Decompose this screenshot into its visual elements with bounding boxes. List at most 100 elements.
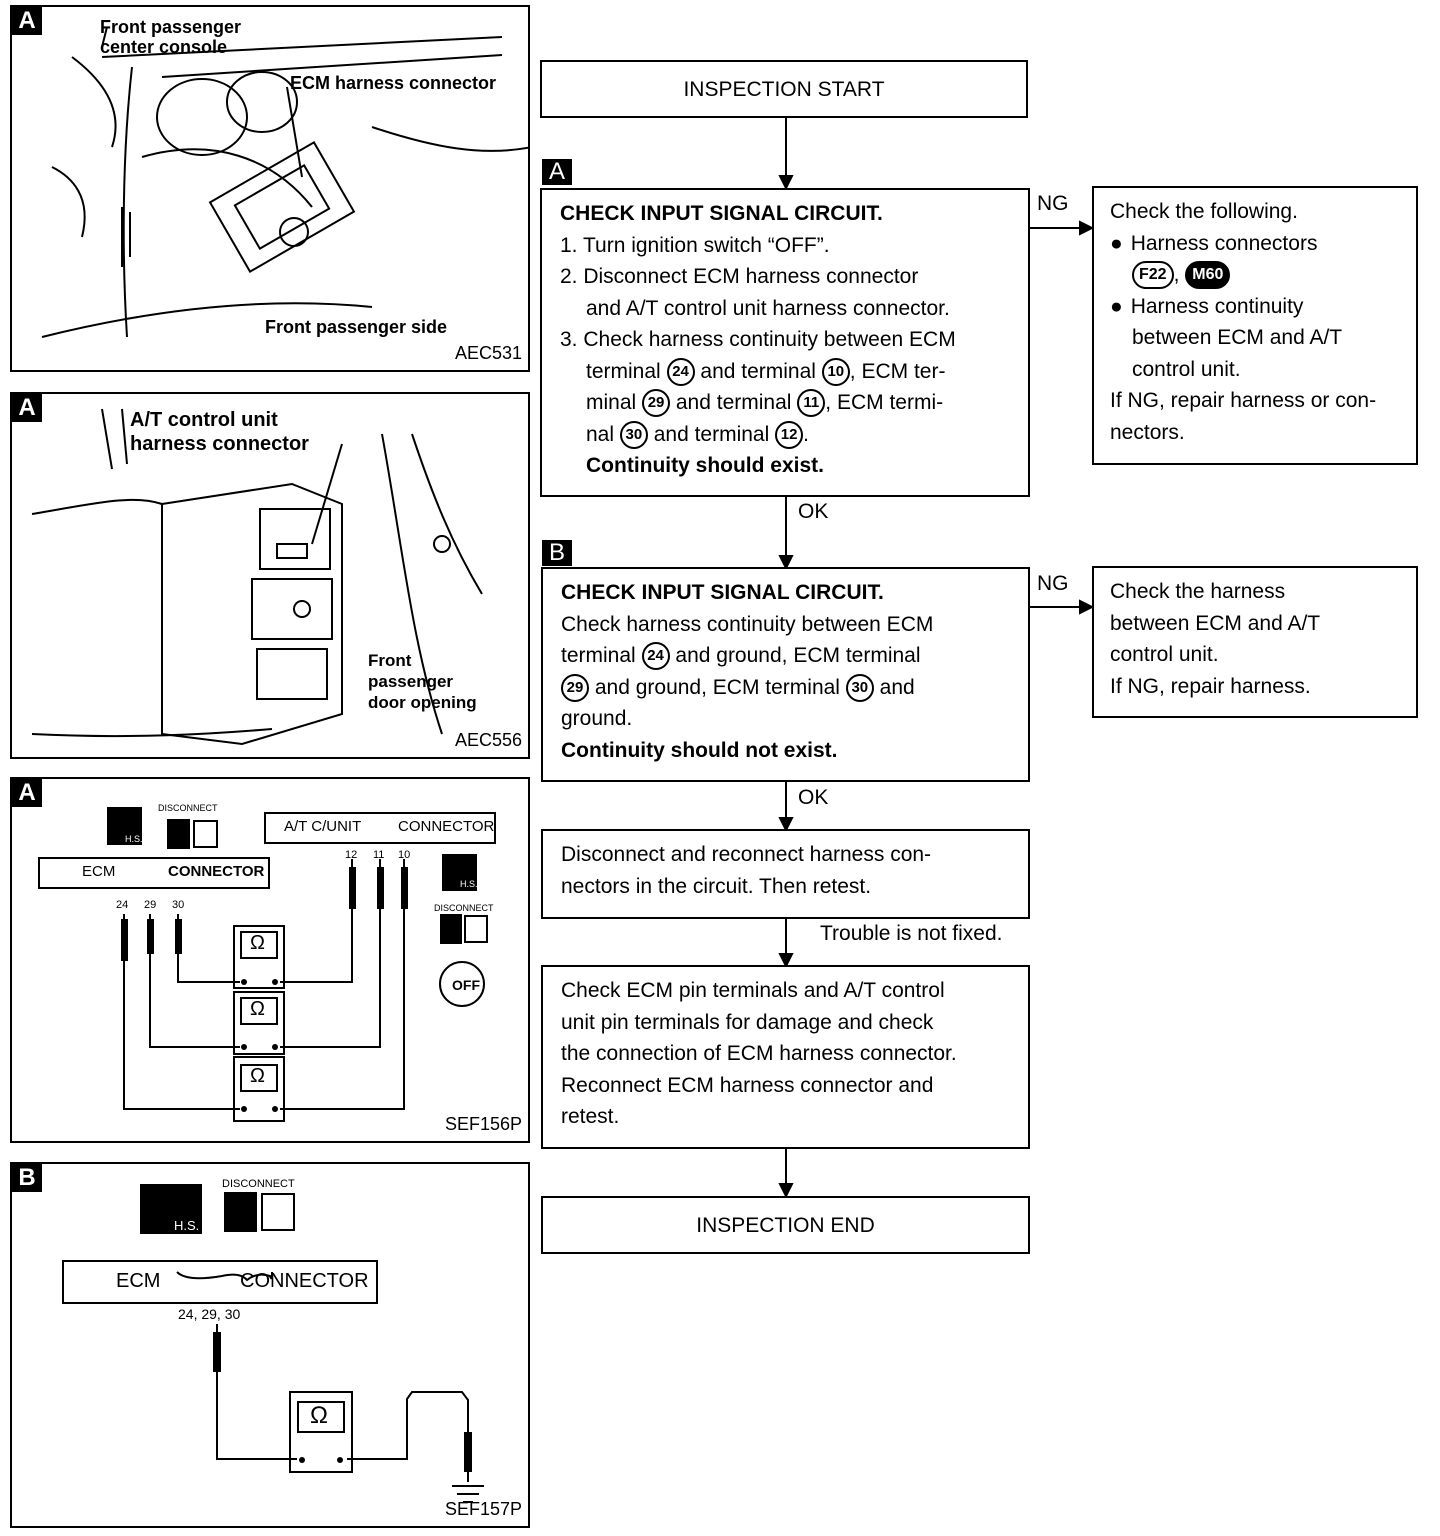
terminal-number: 12 [775, 420, 804, 449]
step-result: Continuity should not exist. [561, 738, 838, 762]
panel-tag-a: A [12, 394, 42, 422]
terminal-number: 30 [619, 420, 648, 449]
bullet-item: Harness connectors [1110, 228, 1402, 260]
ok-label: OK [798, 786, 829, 809]
step-line: minal 29 and terminal 11, ECM termi- [560, 387, 1014, 419]
ng-repair: nectors. [1110, 420, 1185, 444]
figure-ecm-harness-location: A Front passenger center console ECM har… [10, 5, 530, 372]
not-fixed-label: Trouble is not fixed. [820, 922, 1003, 945]
step-line: nectors in the circuit. Then retest. [561, 874, 872, 898]
step-line: Disconnect and reconnect harness con- [561, 843, 932, 866]
step-line: nal 30 and terminal 12. [560, 419, 1014, 451]
text: minal [586, 391, 637, 414]
panel-tag-a: A [12, 779, 42, 807]
terminal-number: 29 [561, 673, 589, 702]
terminal-number: 29 [642, 389, 671, 418]
step-line: Check ECM pin terminals and A/T control [561, 979, 945, 1002]
disconnect-label: DISCONNECT [158, 803, 218, 813]
step-line: 3. Check harness continuity between ECM [560, 328, 956, 351]
ecm-connector: ECM CONNECTOR [38, 857, 270, 889]
text: , ECM termi- [825, 391, 944, 414]
ng-check-harness-box: Check the harness between ECM and A/T co… [1092, 566, 1418, 718]
ohm-symbol: Ω [250, 932, 265, 954]
step-line: terminal 24 and ground, ECM terminal [561, 642, 921, 671]
text: , [1173, 263, 1180, 286]
inspection-end-box: INSPECTION END [541, 1196, 1030, 1254]
label-atc-harness-connector: A/T control unit harness connector [130, 409, 309, 455]
terminal-number: 11 [797, 389, 826, 418]
ng-check-following-box: Check the following. Harness connectors … [1092, 186, 1418, 465]
ng-line: Check the harness [1110, 580, 1286, 603]
ecm-location-illustration [41, 26, 528, 338]
pin-number: 29 [144, 899, 157, 911]
check-pin-terminals-box: Check ECM pin terminals and A/T control … [541, 965, 1030, 1149]
continuity-wiring-diagram [107, 807, 488, 1122]
step-title: CHECK INPUT SIGNAL CIRCUIT. [560, 202, 883, 225]
step-line: the connection of ECM harness connector. [561, 1042, 957, 1065]
panel-tag-a: A [12, 7, 42, 35]
text: and terminal [653, 422, 770, 446]
connector-left-label: A/T C/UNIT [284, 818, 362, 835]
step-line: unit pin terminals for damage and check [561, 1010, 934, 1034]
ng-label: NG [1037, 192, 1069, 215]
pin-number: 11 [373, 849, 385, 861]
step-line: terminal 24 and terminal 10, ECM ter- [560, 356, 1014, 388]
connector-right-label: CONNECTOR [398, 818, 495, 835]
connector-left-label: ECM [116, 1270, 161, 1292]
step-line: Reconnect ECM harness connector and [561, 1073, 934, 1097]
connector-code-badge: M60 [1185, 261, 1231, 290]
atc-location-illustration [31, 408, 483, 746]
terminal-number: 24 [641, 642, 670, 671]
figure-code: AEC556 [454, 730, 522, 750]
text: , ECM ter- [849, 359, 946, 383]
text: and [879, 675, 915, 699]
step-tag-b: B [542, 540, 572, 566]
step-line: ground. [561, 707, 633, 730]
pin-numbers: 24, 29, 30 [178, 1306, 241, 1322]
connector-code-badge: F22 [1132, 261, 1174, 290]
check-input-signal-a-box: CHECK INPUT SIGNAL CIRCUIT. 1. Turn igni… [540, 188, 1030, 497]
step-line: 2. Disconnect ECM harness connector [560, 265, 919, 288]
figure-code: AEC531 [454, 343, 522, 363]
label-front-passenger-center-console: Front passenger center console [100, 17, 242, 57]
ohm-symbol: Ω [310, 1402, 328, 1429]
pin-number: 30 [172, 899, 185, 911]
connector-codes: F22, M60 [1110, 259, 1402, 291]
step-line: 1. Turn ignition switch “OFF”. [560, 233, 830, 257]
hs-label: H.S. [174, 1218, 200, 1233]
terminal-number: 30 [845, 673, 874, 702]
ecm-connector: ECM CONNECTOR [62, 1260, 378, 1304]
text: and terminal [700, 359, 816, 383]
label-front-passenger-side: Front passenger side [265, 317, 448, 337]
ng-line: control unit. [1110, 643, 1219, 666]
ng-label: NG [1037, 572, 1069, 595]
step-title: CHECK INPUT SIGNAL CIRCUIT. [561, 581, 884, 604]
pin-number: 12 [345, 849, 358, 861]
disconnect-label: DISCONNECT [434, 903, 494, 913]
ohm-symbol: Ω [250, 1065, 265, 1087]
step-line: retest. [561, 1105, 620, 1128]
text: terminal [586, 359, 661, 383]
ohm-symbol: Ω [250, 998, 265, 1020]
figure-code: SEF157P [444, 1499, 522, 1519]
pin-number: 10 [398, 849, 411, 861]
step-result: Continuity should exist. [586, 454, 825, 477]
disconnect-label: DISCONNECT [222, 1178, 295, 1190]
step-tag-a: A [542, 159, 572, 185]
atc-connector: A/T C/UNIT CONNECTOR [264, 812, 496, 844]
figure-code: SEF156P [444, 1114, 522, 1134]
figure-atc-harness-location: A A/T control unit harness connector Fro… [10, 392, 530, 759]
text: and ground, ECM terminal [594, 675, 840, 699]
bullet-item: Harness continuity [1110, 291, 1402, 323]
ignition-off-label: OFF [452, 977, 480, 993]
panel-tag-b: B [12, 1164, 42, 1192]
ok-label: OK [798, 500, 829, 523]
text: and terminal [675, 391, 792, 414]
pin-number: 24 [116, 899, 129, 911]
check-input-signal-b-box: CHECK INPUT SIGNAL CIRCUIT. Check harnes… [541, 567, 1030, 782]
hs-label: H.S. [460, 879, 478, 889]
hs-label: H.S. [125, 834, 143, 844]
text: terminal [561, 644, 636, 667]
step-line: and A/T control unit harness connector. [586, 296, 950, 320]
bullet-cont: between ECM and A/T [1132, 326, 1343, 349]
